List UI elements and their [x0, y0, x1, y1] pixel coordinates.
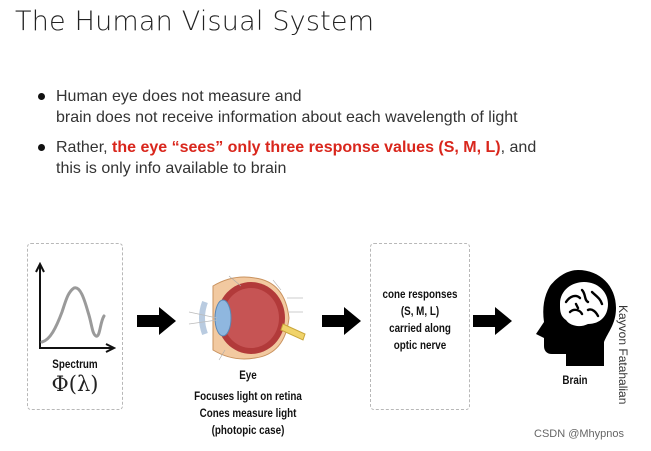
- spectrum-box: [27, 243, 123, 410]
- bullet-2-suffix: , and: [500, 139, 537, 156]
- bullet-2-line-1: Rather, the eye “sees” only three respon…: [56, 137, 636, 158]
- brain-head-icon: [536, 270, 616, 366]
- bullet-1-line-1: Human eye does not measure and: [56, 88, 302, 105]
- cone-line-1: cone responses: [382, 287, 458, 301]
- eye-desc-line-3: (photopic case): [211, 423, 285, 437]
- cone-line-4: optic nerve: [393, 338, 447, 352]
- bullet-item-1: Human eye does not measure and brain doe…: [36, 86, 636, 128]
- bullet-list: Human eye does not measure and brain doe…: [36, 86, 636, 188]
- cone-line-2: (S, M, L): [400, 304, 440, 318]
- bullet-2-prefix: Rather,: [56, 139, 113, 156]
- spectrum-curve: [40, 286, 106, 344]
- spectrum-axes: [39, 266, 112, 349]
- brain-label: Brain: [562, 373, 588, 387]
- arrow-right-icon: [322, 307, 361, 335]
- arrow-right-icon: [137, 307, 176, 335]
- watermark: CSDN @Mhypnos: [534, 428, 625, 440]
- eye-desc-line-2: Cones measure light: [199, 406, 297, 420]
- spectrum-graph: [35, 262, 116, 353]
- eye-label: Eye: [239, 368, 257, 382]
- bullet-item-2: Rather, the eye “sees” only three respon…: [36, 137, 636, 179]
- bullet-dot-icon: [38, 144, 45, 151]
- eye-desc-line-1: Focuses light on retina: [194, 389, 302, 403]
- spectrum-label: Spectrum: [52, 357, 98, 371]
- bullet-1-line-2: brain does not receive information about…: [56, 109, 518, 126]
- bullet-2-highlight: the eye “sees” only three response value…: [112, 139, 501, 156]
- spectrum-y-arrow: [35, 262, 45, 273]
- spectrum-symbol: Φ(λ): [51, 372, 99, 396]
- cone-response-box: [370, 243, 470, 410]
- spectrum-x-arrow: [105, 343, 116, 353]
- slide-title: The Human Visual System: [15, 6, 375, 37]
- eye-cross-section-icon: [188, 275, 306, 361]
- bullet-dot-icon: [38, 93, 45, 100]
- author-credit: Kayvon Fatahalian: [616, 305, 630, 405]
- arrow-right-icon: [473, 307, 512, 335]
- cone-line-3: carried along: [389, 321, 451, 335]
- bullet-2-line-2: this is only info available to brain: [56, 160, 287, 177]
